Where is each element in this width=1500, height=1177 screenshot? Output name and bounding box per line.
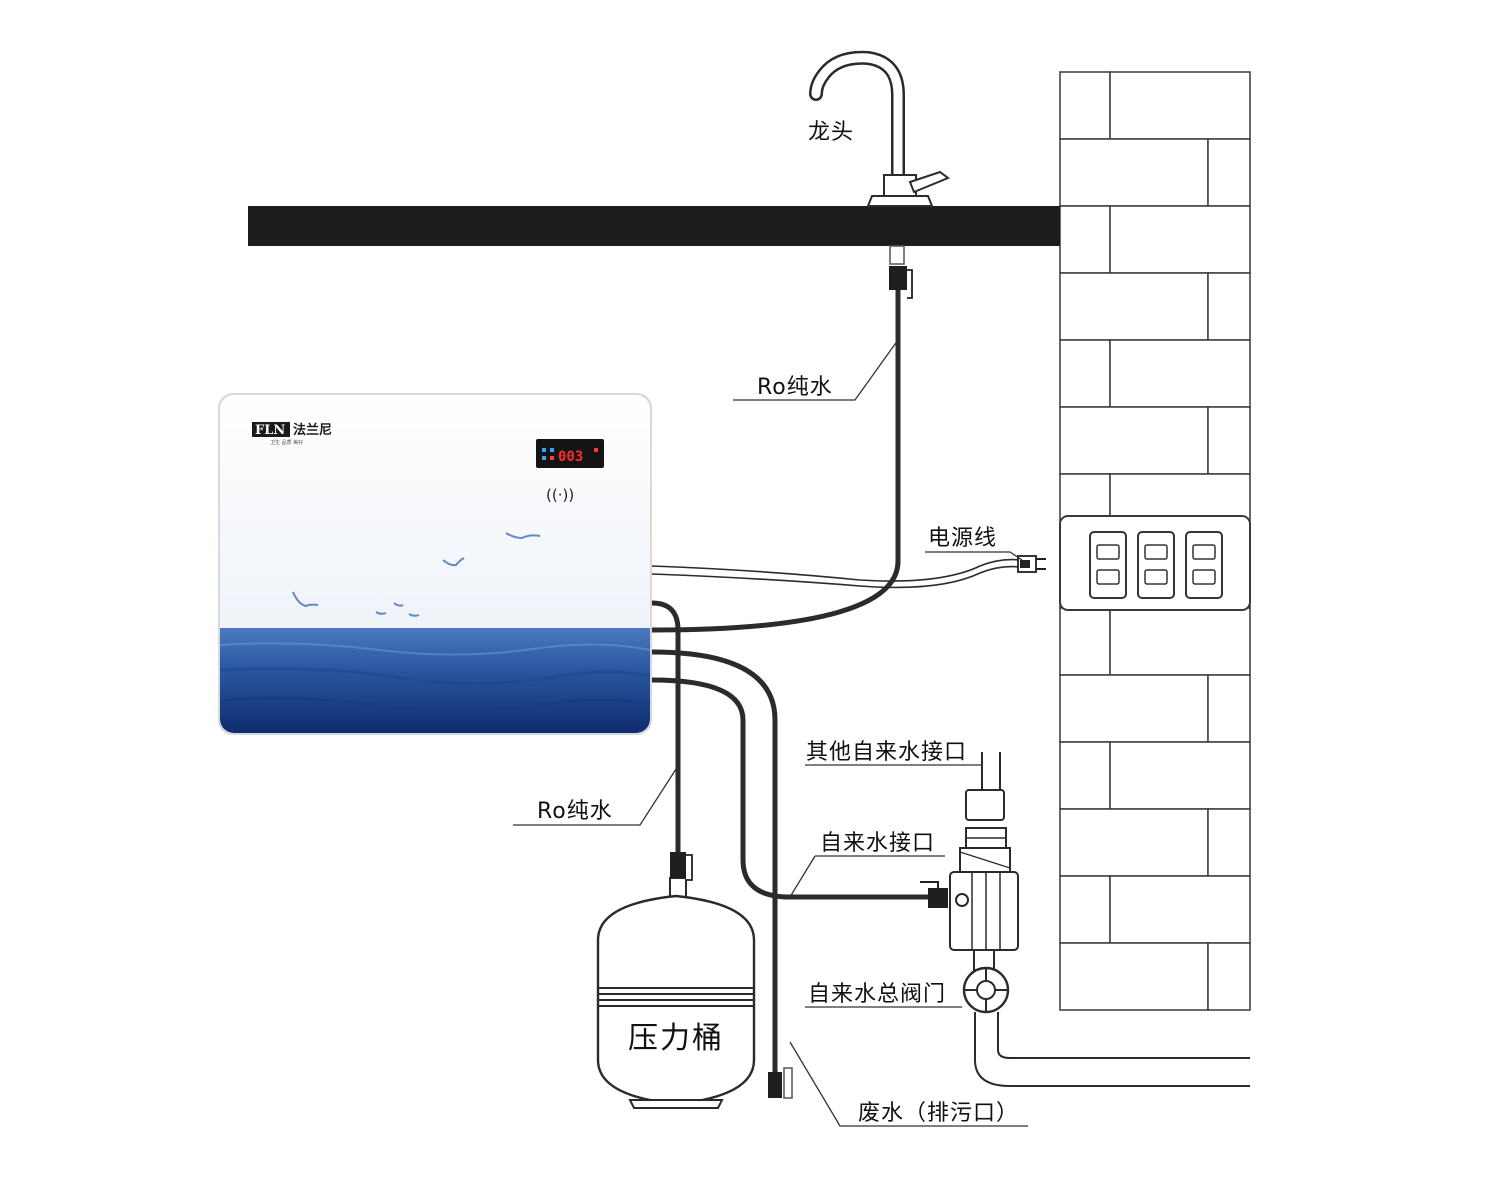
brand-tagline: 卫生 品质 美好 (270, 439, 303, 446)
tap-inlet-assembly (920, 752, 1250, 1087)
countertop (248, 206, 1060, 246)
tubing (649, 287, 1021, 1078)
wall-outlet (1059, 515, 1251, 611)
display-value: 003 (558, 449, 583, 465)
label-ro-water-bottom: Ro纯水 (537, 799, 613, 824)
label-main-valve: 自来水总阀门 (808, 982, 946, 1007)
brick-wall (1059, 71, 1251, 1011)
pressure-tank-label: 压力桶 (628, 1021, 724, 1056)
drain-outlet (768, 1067, 793, 1099)
brand-cn: 法兰尼 (293, 422, 332, 438)
leader-lines (513, 339, 1028, 1127)
led-display (536, 439, 604, 468)
faucet-icon (809, 50, 951, 265)
tank-valve (670, 852, 693, 881)
signal-icon: ((·)) (546, 486, 574, 504)
label-waste-water: 废水（排污口） (858, 1101, 1019, 1126)
label-faucet: 龙头 (808, 120, 854, 145)
label-ro-water-top: Ro纯水 (757, 375, 833, 400)
pressure-tank: 压力桶 (596, 877, 756, 1109)
power-plug (1017, 555, 1046, 573)
ro-machine: FLN 法兰尼 卫生 品质 美好 003 ((·)) (218, 393, 652, 735)
label-power-cord: 电源线 (928, 526, 997, 551)
brand-latin: FLN (255, 423, 285, 438)
seagull-icon (292, 532, 541, 617)
faucet-valve (889, 266, 913, 299)
label-tap-inlet: 自来水接口 (820, 831, 935, 856)
label-other-tap-inlet: 其他自来水接口 (806, 740, 967, 765)
